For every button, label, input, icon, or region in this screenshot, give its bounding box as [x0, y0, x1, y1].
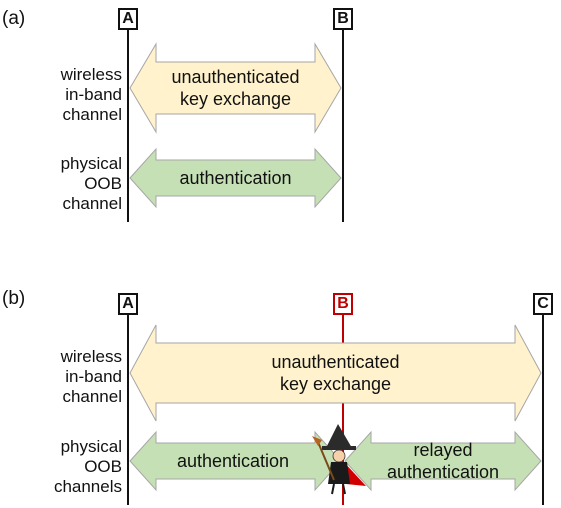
authentication-arrow-a — [129, 147, 342, 209]
party-c-box-b: C — [533, 293, 553, 315]
party-b-box-a: B — [333, 8, 353, 30]
party-b-box-b: B — [333, 293, 353, 315]
party-a-box-a: A — [118, 8, 138, 30]
side-label-physical-b: physical OOB channels — [53, 437, 122, 496]
side-label-physical-a: physical OOB channel — [60, 154, 122, 213]
key-exchange-arrow-b — [129, 324, 542, 422]
relayed-authentication-label-b: relayed authentication — [386, 440, 500, 482]
key-exchange-label-a: unauthenticated key exchange — [171, 67, 300, 109]
authentication-label-b: authentication — [176, 451, 290, 471]
panel-a-label: (a) — [2, 8, 26, 29]
side-label-wireless-a: wireless in-band channel — [60, 65, 122, 124]
side-label-wireless-b: wireless in-band channel — [60, 347, 122, 406]
party-a-box-b: A — [118, 293, 138, 315]
relayed-authentication-arrow-b — [344, 430, 542, 492]
wizard-attacker-icon — [312, 424, 366, 495]
panel-b-label: (b) — [2, 288, 26, 309]
key-exchange-arrow-a — [129, 42, 342, 134]
key-exchange-label-b: unauthenticated key exchange — [271, 352, 400, 394]
authentication-label-a: authentication — [179, 168, 292, 188]
